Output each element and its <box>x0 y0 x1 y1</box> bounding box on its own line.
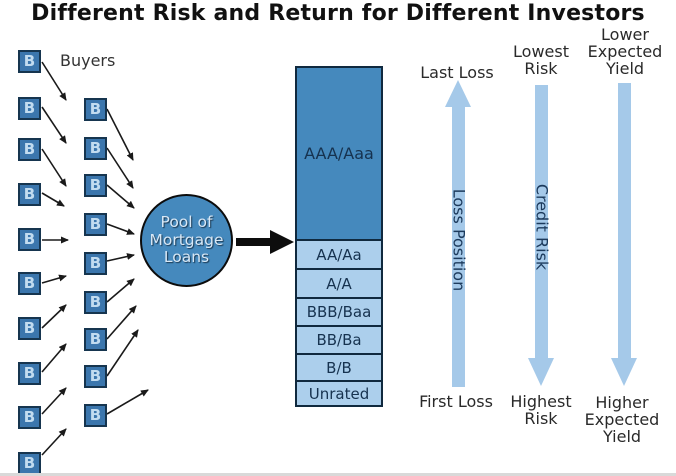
buyer-box: B <box>84 328 107 351</box>
credit-risk-arrowhead-icon <box>528 358 554 386</box>
tranche-row: Unrated <box>297 380 381 405</box>
buyer-box: B <box>84 404 107 427</box>
buyer-box: B <box>84 174 107 197</box>
expected-yield-arrowhead-icon <box>611 358 637 386</box>
tranche-row: AA/Aa <box>297 239 381 268</box>
flow-arrow <box>106 223 135 235</box>
flow-arrow <box>106 389 149 415</box>
tranche-row: BB/Ba <box>297 325 381 353</box>
pool-to-tranches-arrow <box>236 230 294 254</box>
flow-arrow <box>106 108 134 161</box>
lower-yield-label: Lower Expected Yield <box>587 25 663 78</box>
buyer-box: B <box>18 362 41 385</box>
flow-arrow <box>41 428 67 456</box>
buyer-box: B <box>18 272 41 295</box>
credit-risk-arrow-shaft <box>535 85 548 358</box>
flow-arrow <box>41 192 65 207</box>
first-loss-label: First Loss <box>419 392 493 411</box>
flow-arrow <box>106 147 134 189</box>
tranche-row: A/A <box>297 268 381 297</box>
buyer-box: B <box>84 291 107 314</box>
buyer-box: B <box>18 138 41 161</box>
tranche-label: A/A <box>326 274 352 293</box>
diagram-title: Different Risk and Return for Different … <box>31 1 645 26</box>
tranche-label: AA/Aa <box>316 245 362 264</box>
flow-arrow <box>106 184 135 209</box>
flow-arrow <box>106 329 139 377</box>
tranche-label: BBB/Baa <box>306 303 372 321</box>
flow-arrow <box>41 343 67 373</box>
loss-position-axis-label: Loss Position <box>449 188 469 292</box>
buyer-box: B <box>18 228 41 251</box>
mortgage-pool-circle: Pool of Mortgage Loans <box>140 194 233 287</box>
loss-position-arrow-shaft <box>452 106 465 387</box>
flow-arrow <box>106 305 137 340</box>
flow-arrow <box>106 278 135 303</box>
credit-risk-axis-label: Credit Risk <box>532 183 552 271</box>
flow-arrow <box>106 253 135 262</box>
buyer-box: B <box>84 137 107 160</box>
tranche-row: BBB/Baa <box>297 297 381 325</box>
lowest-risk-label: Lowest Risk <box>513 42 569 78</box>
buyer-box: B <box>18 50 41 73</box>
buyer-box: B <box>18 183 41 206</box>
flow-arrow <box>41 274 67 284</box>
buyer-box: B <box>18 317 41 340</box>
tranche-row: B/B <box>297 353 381 380</box>
highest-risk-label: Highest Risk <box>510 392 572 428</box>
higher-yield-label: Higher Expected Yield <box>584 393 660 446</box>
buyer-box: B <box>18 406 41 429</box>
bottom-edge-strip <box>0 473 676 476</box>
buyer-box: B <box>84 213 107 236</box>
flow-arrow <box>41 148 67 187</box>
tranche-row: AAA/Aaa <box>297 68 381 239</box>
buyer-box: B <box>84 98 107 121</box>
expected-yield-arrow-shaft <box>618 83 631 358</box>
buyer-box: B <box>18 452 41 475</box>
loss-position-arrowhead-icon <box>445 80 471 107</box>
buyer-box: B <box>84 365 107 388</box>
last-loss-label: Last Loss <box>420 63 494 82</box>
buyers-label: Buyers <box>60 51 116 70</box>
flow-arrow <box>41 106 67 144</box>
buyer-box: B <box>18 97 41 120</box>
tranche-label: B/B <box>326 358 352 377</box>
tranche-label: AAA/Aaa <box>304 144 374 163</box>
flow-arrow <box>41 387 67 415</box>
mortgage-pool-label: Pool of Mortgage Loans <box>149 213 224 267</box>
tranche-label: BB/Ba <box>316 331 362 349</box>
flow-arrow <box>41 304 67 329</box>
buyer-box: B <box>84 252 107 275</box>
tranche-label: Unrated <box>308 384 370 403</box>
